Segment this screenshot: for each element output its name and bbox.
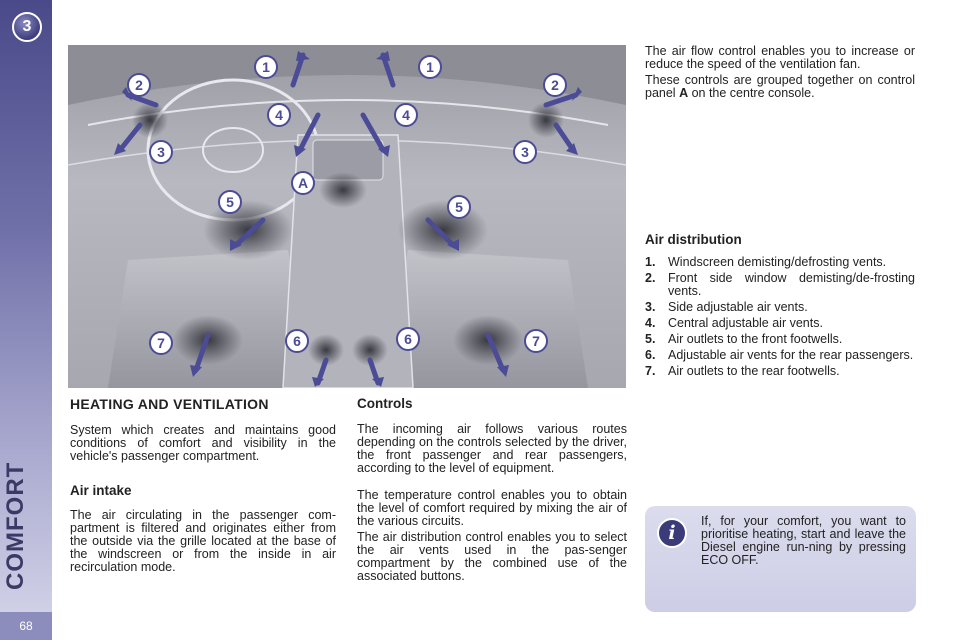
svg-text:6: 6	[404, 331, 412, 347]
controls-paragraph-2: The temperature control enables you to o…	[357, 488, 627, 528]
controls-heading: Controls	[357, 396, 413, 411]
control-panel-paragraph: These controls are grouped together on c…	[645, 74, 915, 100]
marker-3-left: 3	[149, 140, 173, 164]
air-intake-paragraph: The air circulating in the passenger com…	[70, 508, 336, 574]
section-label: COMFORT	[2, 461, 29, 590]
marker-4-right: 4	[394, 103, 418, 127]
dashboard-drawing: 1 1 2 2 3 3 4 4 5 5 6 6 7 7 A	[68, 45, 626, 388]
control-panel-text-start: These controls are grouped together on c…	[645, 73, 915, 100]
info-note-text: If, for your comfort, you want to priori…	[701, 514, 906, 567]
svg-text:2: 2	[135, 77, 143, 93]
svg-text:7: 7	[157, 335, 165, 351]
dashboard-illustration: 1 1 2 2 3 3 4 4 5 5 6 6 7 7 A	[68, 45, 626, 388]
page-title: HEATING AND VENTILATION	[70, 396, 269, 412]
marker-6-left: 6	[285, 329, 309, 353]
svg-text:4: 4	[402, 107, 410, 123]
list-item: 3.Side adjustable air vents.	[645, 300, 808, 314]
list-item: 7.Air outlets to the rear footwells.	[645, 364, 840, 378]
marker-7-right: 7	[524, 329, 548, 353]
marker-2-right: 2	[543, 73, 567, 97]
info-note: i If, for your comfort, you want to prio…	[645, 506, 916, 612]
list-item: 2.Front side window demisting/de-frostin…	[645, 271, 915, 298]
svg-text:5: 5	[226, 194, 234, 210]
list-item: 4.Central adjustable air vents.	[645, 316, 823, 330]
marker-5-right: 5	[447, 195, 471, 219]
marker-7-left: 7	[149, 331, 173, 355]
page-number: 68	[0, 612, 52, 640]
svg-text:2: 2	[551, 77, 559, 93]
chapter-number-badge: 3	[12, 12, 42, 42]
controls-paragraph-1: The incoming air follows various routes …	[357, 422, 627, 475]
svg-text:1: 1	[262, 59, 270, 75]
marker-1-right: 1	[418, 55, 442, 79]
airflow-paragraph: The air flow control enables you to incr…	[645, 44, 915, 71]
list-item: 1.Windscreen demisting/defrosting vents.	[645, 255, 887, 269]
chapter-sidebar: 3 COMFORT 68	[0, 0, 52, 640]
svg-text:A: A	[298, 175, 308, 191]
marker-6-right: 6	[396, 327, 420, 351]
marker-4-left: 4	[267, 103, 291, 127]
air-intake-heading: Air intake	[70, 483, 132, 498]
svg-text:4: 4	[275, 107, 283, 123]
intro-paragraph: System which creates and maintains good …	[70, 423, 336, 463]
control-panel-letter: A	[679, 86, 689, 100]
svg-text:7: 7	[532, 333, 540, 349]
marker-5-left: 5	[218, 190, 242, 214]
marker-1-left: 1	[254, 55, 278, 79]
marker-2-left: 2	[127, 73, 151, 97]
svg-text:1: 1	[426, 59, 434, 75]
marker-A: A	[291, 171, 315, 195]
air-distribution-heading: Air distribution	[645, 232, 742, 247]
list-item: 6.Adjustable air vents for the rear pass…	[645, 348, 914, 362]
list-item: 5.Air outlets to the front footwells.	[645, 332, 843, 346]
controls-paragraph-3: The air distribution control enables you…	[357, 530, 627, 583]
svg-text:6: 6	[293, 333, 301, 349]
info-icon: i	[657, 518, 687, 548]
air-distribution-list: 1.Windscreen demisting/defrosting vents.…	[645, 256, 915, 381]
svg-text:3: 3	[157, 144, 165, 160]
svg-text:3: 3	[521, 144, 529, 160]
svg-text:5: 5	[455, 199, 463, 215]
marker-3-right: 3	[513, 140, 537, 164]
control-panel-text-end: on the centre console.	[688, 86, 815, 100]
